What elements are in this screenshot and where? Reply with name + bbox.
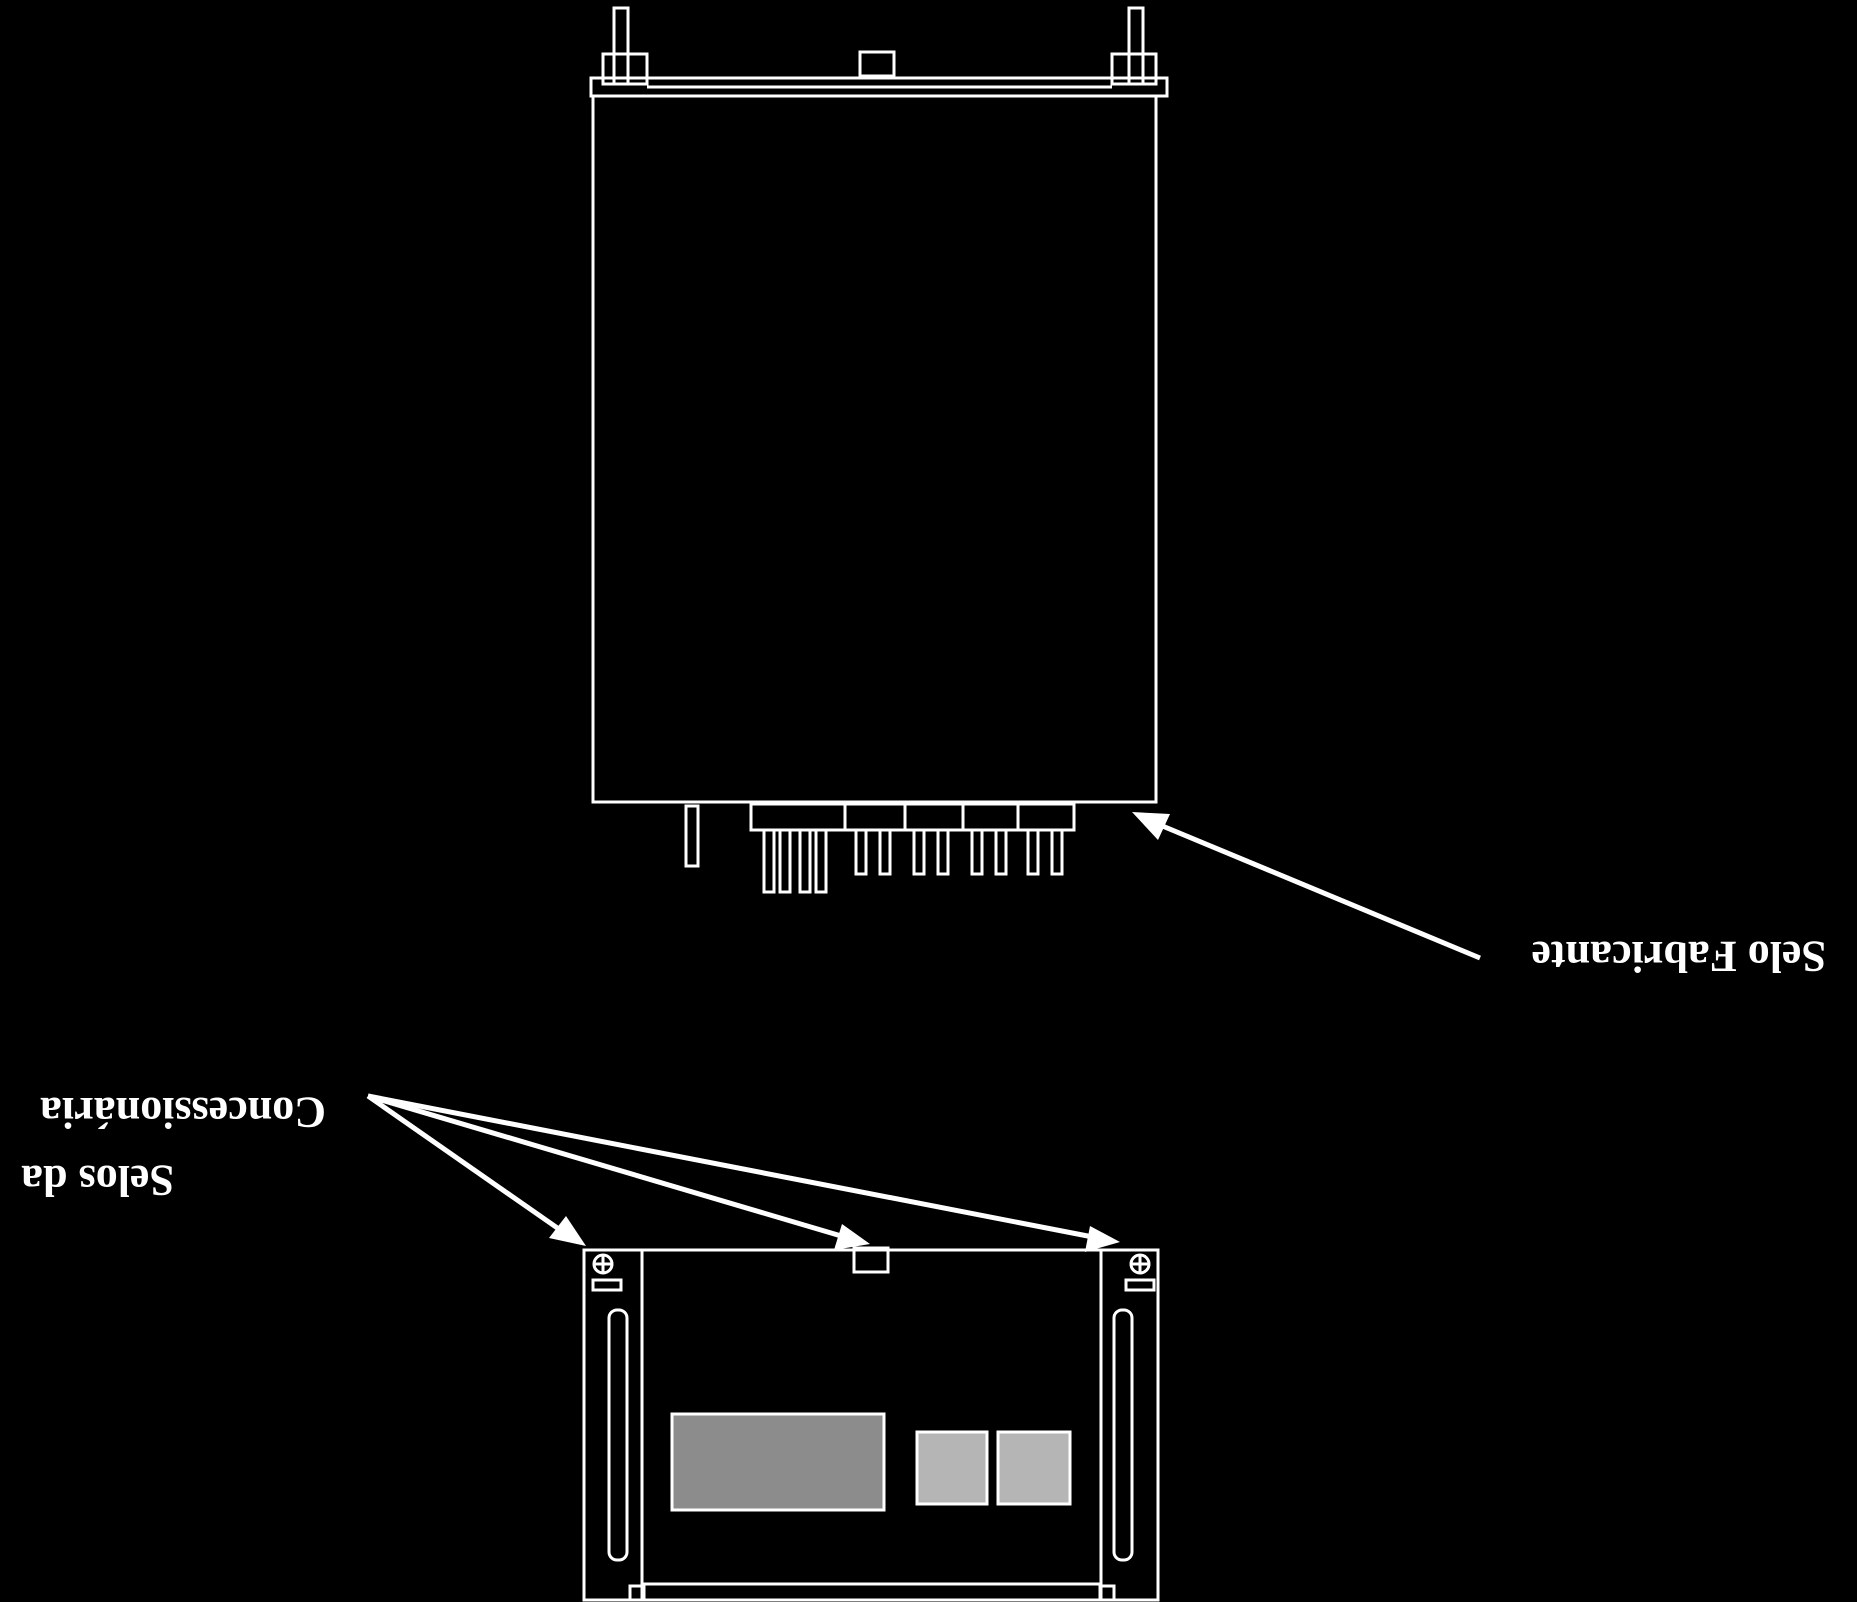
display-panel [670,1412,886,1512]
indicator-panel-left [915,1430,989,1506]
terminal-pin [778,828,792,894]
terminal-pin [936,828,950,876]
arrow-selo-fabricante [1132,812,1481,961]
terminal-pin [762,828,776,894]
left-post-base [601,52,649,86]
terminal-pin [994,828,1008,876]
terminal-pin [1026,828,1040,876]
meter-body [591,94,1158,804]
arrow-head [549,1216,586,1246]
right-side-rail [1099,1248,1160,1602]
terminal-pin [912,828,926,876]
arrow-head [834,1224,870,1250]
arrow-shaft [366,1093,568,1237]
meter-front-view [582,1246,1160,1602]
terminal-pin [814,828,828,894]
top-center-seal [852,1246,890,1274]
meter-side-view [589,6,1169,894]
terminal-pin [878,828,892,876]
arrow-head [1085,1226,1120,1252]
left-slot [607,1308,629,1562]
right-post-base [1110,52,1158,86]
arrow-shaft [1147,817,1481,961]
arrow-shaft [367,1093,1099,1241]
terminal-pin [1050,828,1064,876]
terminal-pin [854,828,868,876]
right-screw-tab [1124,1278,1156,1292]
bottom-foot [1098,1584,1116,1602]
terminal-pin [684,804,700,868]
arrow-shaft [367,1093,849,1241]
terminal-pin [970,828,984,876]
label-selo-fabricante: Selo Fabricante [1531,932,1826,981]
right-slot [1112,1308,1134,1562]
indicator-panel-right [996,1430,1072,1506]
left-screw-tab [591,1278,623,1292]
terminal-pin [798,828,812,894]
label-selos-line2: Concessionária [40,1088,326,1137]
arrow-head [1132,812,1170,840]
label-selos-line1: Selos da [21,1156,174,1205]
left-side-rail [582,1248,644,1602]
arrows-selos-concessionaria [366,1093,1120,1252]
terminal-pins [684,804,1064,894]
top-center-clip [858,50,896,78]
bottom-foot [628,1584,646,1602]
